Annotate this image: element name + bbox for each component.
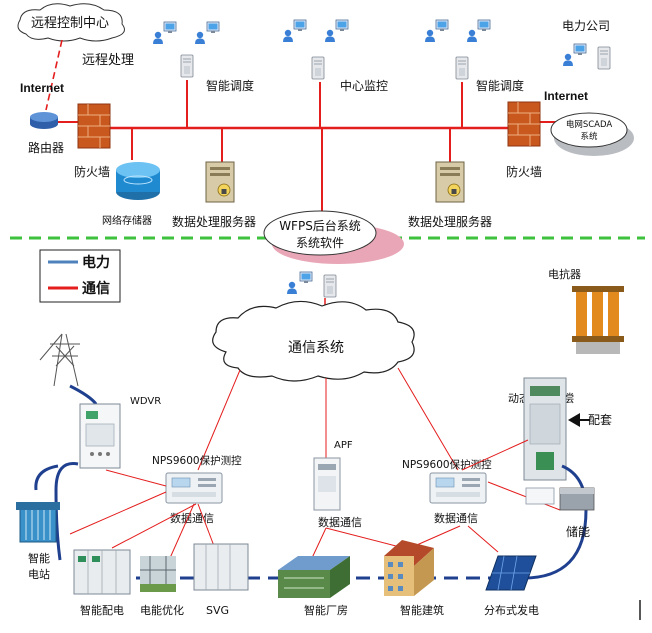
legend-comm-label: 通信 [82, 280, 110, 296]
smart-station-label-2: 电站 [28, 567, 50, 581]
router-label: 路由器 [28, 140, 64, 155]
remote-center-cloud: 远程控制中心 [17, 3, 125, 42]
smart-factory-label: 智能厂房 [304, 603, 348, 617]
data-server-left-label: 数据处理服务器 [172, 214, 256, 229]
storage-meter-icon [525, 487, 555, 505]
power-optimization-icon [140, 556, 176, 592]
network-storage-label: 网络存储器 [102, 214, 152, 227]
energy-storage-label: 储能 [566, 524, 590, 539]
network-storage-icon [116, 162, 160, 200]
nps-left-label: NPS9600保护测控 [152, 454, 242, 467]
internet-right-label: Internet [544, 89, 588, 103]
power-optimization-label: 电能优化 [140, 603, 184, 617]
smart-building-label: 智能建筑 [400, 603, 444, 617]
data-comm-left-label: 数据通信 [170, 511, 214, 525]
apf-label: APF [334, 440, 353, 451]
matching-label: 配套 [588, 413, 612, 427]
comm-links [197, 367, 459, 471]
transmission-tower-icon [39, 333, 80, 387]
data-comm-mid-label: 数据通信 [318, 515, 362, 529]
remote-processing-label: 远程处理 [82, 53, 134, 68]
nps-right-label: NPS9600保护测控 [402, 458, 492, 471]
data-server-left-icon [205, 161, 235, 203]
reactor-label: 电抗器 [548, 267, 581, 281]
data-comm-right-label: 数据通信 [434, 511, 478, 525]
comm-system-cloud: 通信系统 [212, 300, 415, 382]
firewall-right-label: 防火墙 [506, 164, 542, 179]
center-monitor-label: 中心监控 [340, 78, 388, 93]
grid-scada-label: 电网SCADA [566, 119, 613, 130]
wfps-backend-node: WFPS后台系统 系统软件 [263, 210, 404, 264]
legend: 电力 通信 [39, 249, 121, 303]
remote-center-label: 远程控制中心 [31, 16, 109, 31]
reactor-icon [572, 286, 624, 354]
smart-distribution-icon [73, 549, 131, 595]
legend-power-label: 电力 [82, 254, 110, 270]
smart-dispatch-left-label: 智能调度 [206, 78, 254, 93]
firewall-left-icon [77, 103, 111, 149]
data-server-right-label: 数据处理服务器 [408, 214, 492, 229]
solar-panel-icon [485, 555, 537, 591]
internet-left-label: Internet [20, 81, 64, 95]
backend-workstation [287, 271, 337, 298]
wfps-label-2: 系统软件 [296, 236, 344, 250]
power-company-label: 电力公司 [562, 19, 610, 33]
wdvr-cabinet-icon [79, 403, 121, 469]
workstation-group-right [425, 19, 491, 80]
workstation-group-left [153, 21, 220, 78]
apf-cabinet-icon [313, 457, 341, 511]
grid-scada-node: 电网SCADA 系统 [550, 112, 634, 156]
firewall-right-icon [507, 101, 541, 147]
smart-station-icon [16, 502, 60, 543]
nps-right-relay-icon [429, 472, 487, 504]
distributed-gen-label: 分布式发电 [484, 603, 539, 617]
power-company-workstations [563, 43, 611, 70]
firewall-left-label: 防火墙 [74, 164, 110, 179]
comm-system-label: 通信系统 [288, 340, 344, 356]
svg-label: SVG [206, 604, 229, 617]
smart-station-label: 智能 [28, 551, 50, 565]
matching-arrow-icon [568, 413, 580, 427]
filter-cabinet-icon [523, 377, 567, 481]
svg-cabinet-icon [193, 543, 249, 591]
remote-dashed-link [45, 39, 63, 111]
wdvr-label: WDVR [130, 396, 161, 407]
grid-scada-label-2: 系统 [580, 131, 598, 142]
nps-left-relay-icon [165, 472, 223, 504]
device-comm-links [69, 439, 561, 559]
data-server-right-icon [435, 161, 465, 203]
smart-dispatch-right-label: 智能调度 [476, 78, 524, 93]
energy-storage-icon [559, 487, 595, 511]
smart-factory-icon [278, 556, 350, 598]
wfps-label: WFPS后台系统 [279, 218, 361, 233]
smart-building-icon [384, 540, 434, 596]
router-icon [30, 112, 58, 129]
smart-distribution-label: 智能配电 [80, 603, 124, 617]
workstation-group-center [283, 19, 349, 80]
